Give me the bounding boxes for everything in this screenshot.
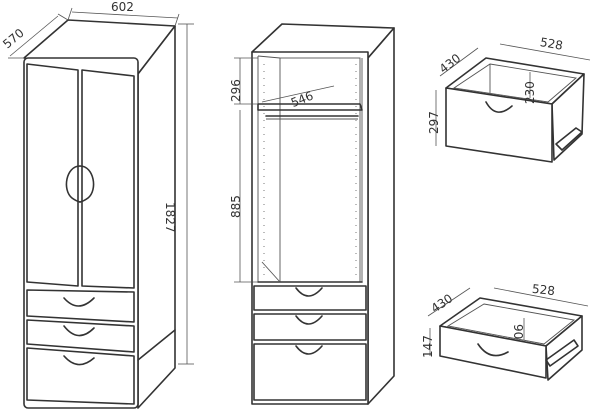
dim-large-drawer-width-label: 528 — [539, 35, 564, 53]
dim-large-drawer-depth-label: 430 — [437, 51, 464, 76]
large-drawer — [445, 57, 585, 163]
large-drawer-runner — [555, 127, 583, 151]
drawer-3 — [26, 347, 135, 405]
left-door — [26, 63, 79, 287]
dim-hanging-height-label: 885 — [229, 195, 243, 218]
drawer-handle-3 — [63, 355, 95, 366]
wardrobe-open — [251, 23, 395, 405]
right-door — [81, 69, 135, 289]
small-drawer-front — [439, 325, 547, 379]
dim-wardrobe-height-label: 1827 — [163, 202, 177, 233]
dim-wardrobe-depth-label: 570 — [0, 26, 27, 51]
large-drawer-handle — [485, 101, 513, 113]
dim-wardrobe-height: 1827 — [163, 23, 194, 365]
open-drawer-handle-3 — [295, 345, 323, 355]
small-drawer — [439, 297, 583, 381]
open-drawer-1 — [253, 285, 367, 311]
dim-large-drawer-front-height-label: 297 — [427, 111, 441, 134]
door-handle-right — [79, 165, 95, 203]
dim-large-drawer-inner-height-label: 230 — [523, 81, 537, 104]
open-drawer-handle-2 — [295, 315, 323, 325]
dim-shelf-height: 296 — [229, 57, 258, 105]
dim-wardrobe-width: 602 — [67, 0, 180, 27]
dim-wardrobe-width-label: 602 — [111, 0, 134, 14]
large-drawer-side — [551, 73, 585, 161]
open-side — [367, 27, 395, 405]
dim-small-drawer-depth-label: 430 — [428, 291, 455, 315]
large-drawer-front — [445, 87, 553, 163]
dim-large-drawer: 430 528 297 230 — [427, 35, 591, 146]
dim-small-drawer-width-label: 528 — [531, 282, 555, 298]
small-drawer-handle — [477, 343, 509, 357]
wardrobe-closed — [23, 19, 176, 409]
door-handle-left — [65, 165, 81, 203]
drawer-handle-1 — [63, 297, 95, 307]
small-drawer-runner — [545, 339, 579, 367]
open-drawer-2 — [253, 313, 367, 341]
dim-hanging-height: 885 — [229, 110, 258, 283]
open-drawer-3 — [253, 343, 367, 401]
dim-shelf-height-label: 296 — [229, 79, 243, 102]
dim-small-drawer-front-height-label: 147 — [421, 335, 435, 358]
open-drawer-handle-1 — [295, 287, 323, 297]
open-shelf — [257, 103, 363, 111]
drawer-handle-2 — [63, 325, 95, 337]
dim-small-drawer-inner-height-label: 90 — [511, 324, 525, 339]
